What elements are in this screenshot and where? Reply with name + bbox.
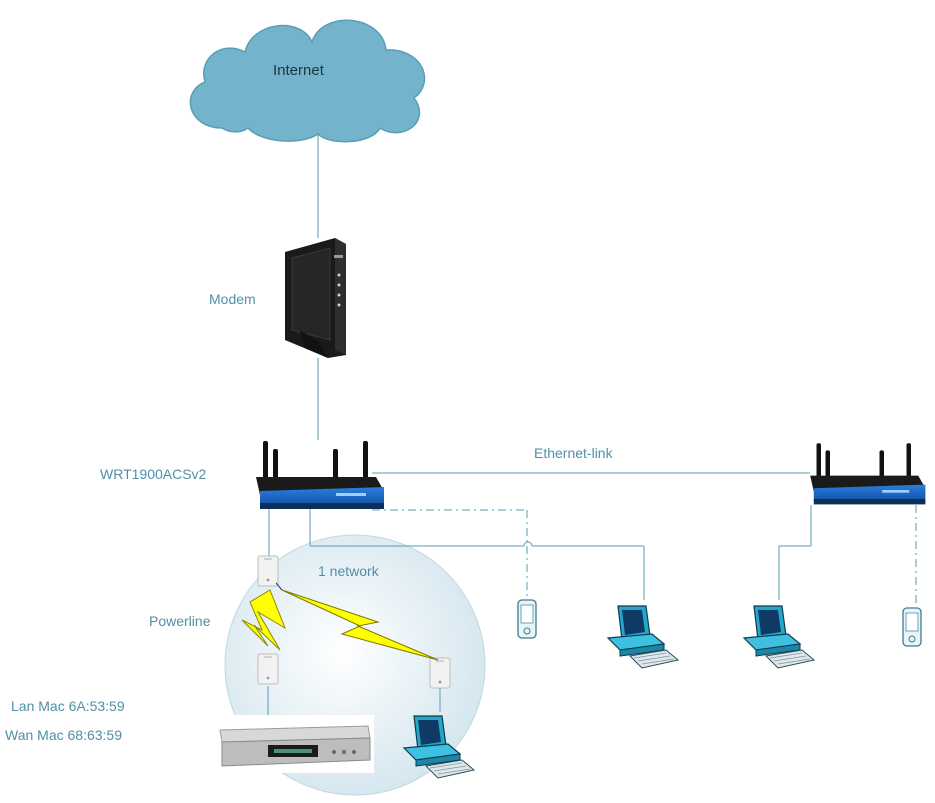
powerline-adapter-icon: [257, 555, 279, 587]
modem-icon: [285, 238, 346, 358]
powerline-label: Powerline: [149, 613, 211, 629]
lightning-icon: [281, 589, 439, 661]
ethernet-link-label: Ethernet-link: [534, 445, 613, 461]
powerline-adapter-icon: [429, 657, 451, 689]
set-top-box-icon: [214, 715, 374, 773]
lightning-icon: [241, 589, 287, 651]
internet-label: Internet: [273, 62, 324, 79]
powerline-adapter-icon: [257, 653, 279, 685]
mobile-phone-icon: [517, 599, 537, 639]
desktop-pc-icon: [607, 605, 679, 669]
network-label: 1 network: [318, 563, 379, 579]
router-icon: [810, 443, 926, 505]
mobile-phone-icon: [902, 607, 922, 647]
router-icon: [256, 441, 384, 509]
modem-label: Modem: [209, 291, 256, 307]
cloud-icon: [189, 19, 426, 143]
router-label: WRT1900ACSv2: [100, 466, 207, 482]
wireless-lines: [372, 505, 917, 605]
connection-lines: [267, 135, 812, 718]
desktop-pc-icon: [743, 605, 815, 669]
wan-mac-label: Wan Mac 68:63:59: [5, 727, 122, 743]
lan-mac-label: Lan Mac 6A:53:59: [11, 698, 125, 714]
